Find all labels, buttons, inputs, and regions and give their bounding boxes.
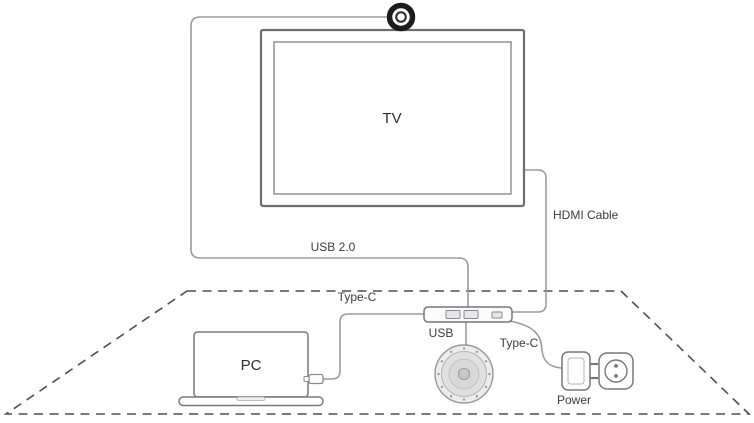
tv-label: TV <box>382 110 401 127</box>
hdmi-cable-label: HDMI Cable <box>553 208 619 222</box>
usb2-cable <box>190 16 469 309</box>
usb2-cable-label: USB 2.0 <box>311 240 356 254</box>
pc-label: PC <box>241 357 262 374</box>
power-outlet-hole-2 <box>614 374 618 378</box>
laptop: PC <box>178 331 324 407</box>
camera <box>386 2 416 32</box>
tv: TV <box>259 28 526 208</box>
usb-speakerphone-label: USB <box>429 326 454 340</box>
usb-hub-port-2 <box>463 310 479 319</box>
usb-hub <box>423 306 513 323</box>
power-adapter <box>561 351 598 391</box>
camera-lens-icon <box>395 11 407 23</box>
typec-plug-icon <box>308 373 324 385</box>
typec-plug-tip <box>303 376 310 382</box>
usb-hub-port-small <box>491 311 503 319</box>
power-outlet-icon <box>598 352 634 390</box>
power-label: Power <box>557 393 591 407</box>
speakerphone-center-button <box>458 368 470 380</box>
usb-hub-port-1 <box>445 310 461 319</box>
typec-pc-label: Type-C <box>338 290 377 304</box>
power-outlet-socket <box>604 359 628 383</box>
speakerphone-edge-dots <box>437 347 491 401</box>
tv-screen <box>273 41 512 195</box>
speakerphone <box>434 344 494 404</box>
typec-cable-pc <box>322 313 424 380</box>
typec-power-label: Type-C <box>500 336 539 350</box>
laptop-hinge-notch <box>236 396 266 401</box>
typec-cable-power <box>509 320 562 369</box>
power-adapter-face <box>567 357 585 385</box>
table-surface-outline <box>3 290 751 415</box>
power-outlet-hole-1 <box>614 364 618 368</box>
hdmi-cable <box>511 169 547 313</box>
